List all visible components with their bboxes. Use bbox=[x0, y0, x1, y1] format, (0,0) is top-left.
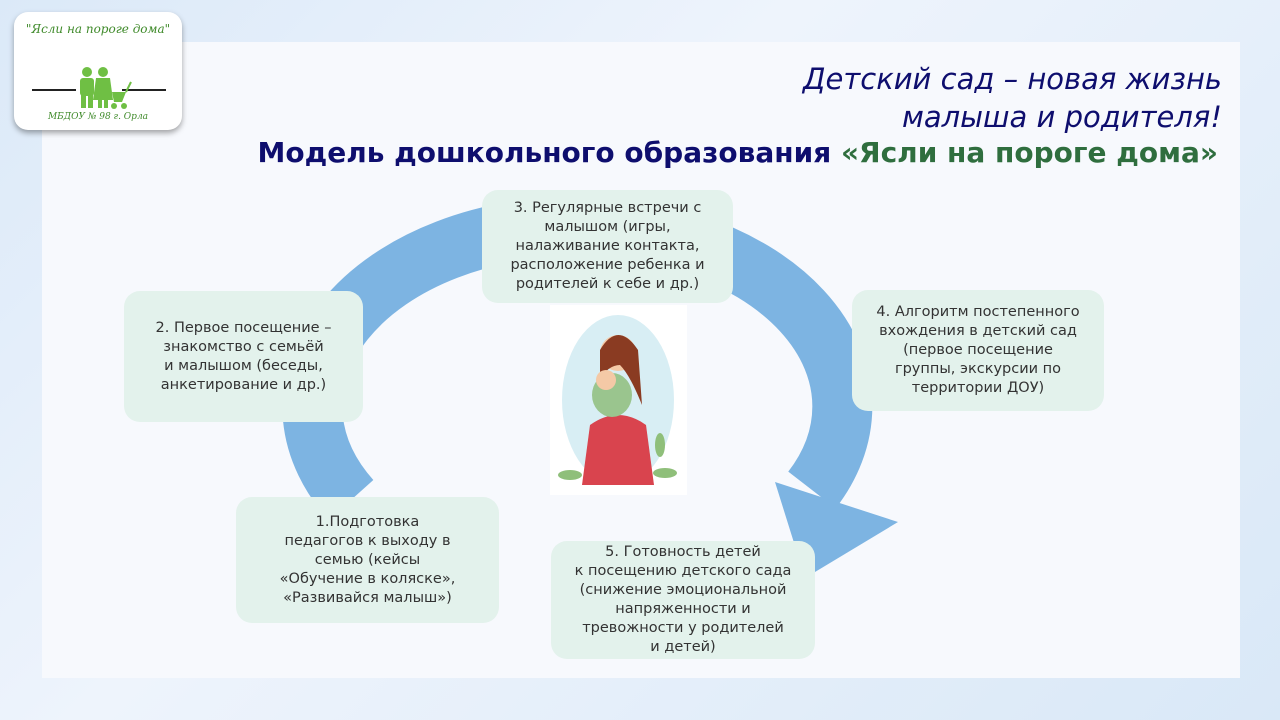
step-4-box: 4. Алгоритм постепенного вхождения в дет… bbox=[852, 290, 1104, 411]
mother-child-illustration bbox=[550, 305, 687, 495]
logo: "Ясли на пороге дома" МБДОУ № 98 г. Орла bbox=[14, 12, 182, 130]
step-3-box: 3. Регулярные встречи с малышом (игры, н… bbox=[482, 190, 733, 303]
step-1-box: 1.Подготовка педагогов к выходу в семью … bbox=[236, 497, 499, 623]
logo-org: МБДОУ № 98 г. Орла bbox=[47, 112, 149, 122]
page-title: Модель дошкольного образования «Ясли на … bbox=[258, 136, 1219, 169]
step-2-box: 2. Первое посещение – знакомство с семьё… bbox=[124, 291, 363, 422]
family-icon bbox=[32, 67, 166, 109]
subtitle: Детский сад – новая жизнь малыша и родит… bbox=[802, 62, 1222, 134]
step-5-box: 5. Готовность детей к посещению детского… bbox=[551, 541, 815, 659]
logo-title: "Ясли на пороге дома" bbox=[25, 22, 171, 36]
title-main: Модель дошкольного образования bbox=[257, 136, 832, 169]
title-highlight: «Ясли на пороге дома» bbox=[840, 136, 1218, 169]
